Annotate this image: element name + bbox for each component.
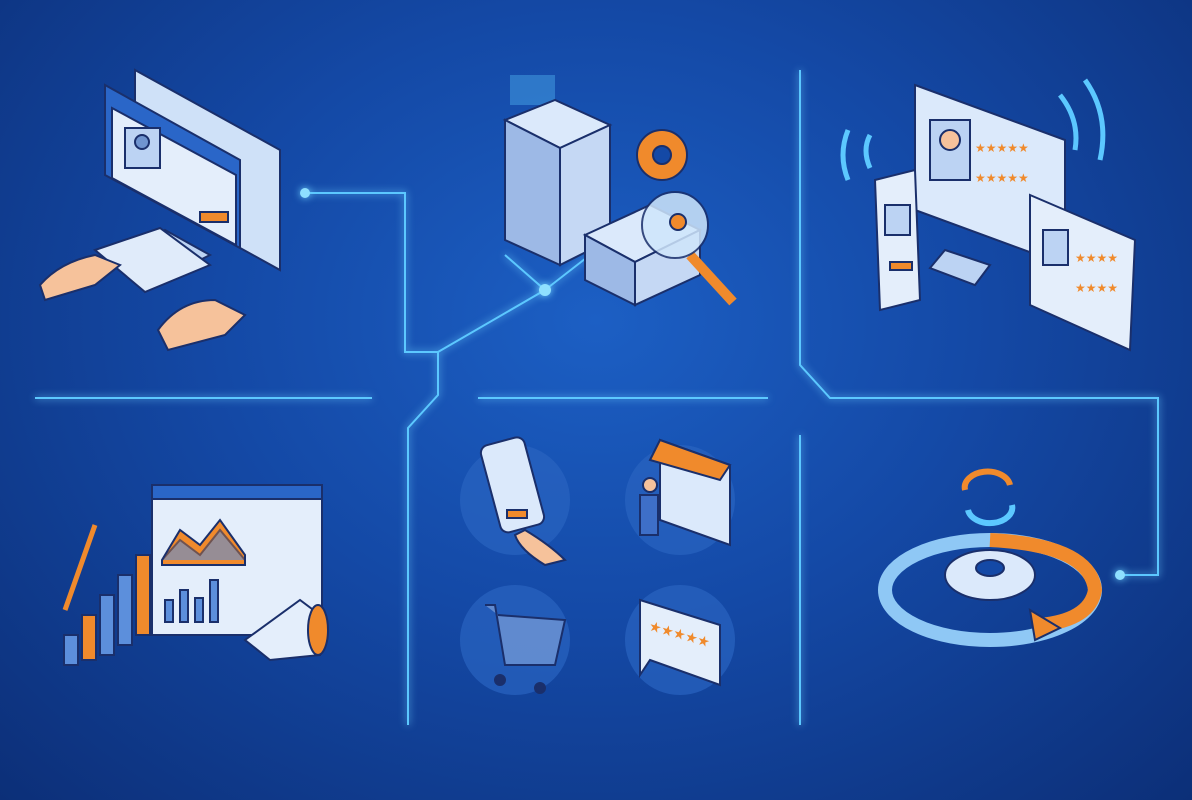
connector-computer-to-server: [305, 192, 546, 353]
connector-lines: [35, 70, 1159, 725]
server-gear-magnifier-icon: [502, 75, 737, 307]
svg-text:★★★★: ★★★★: [1075, 281, 1118, 295]
node-dot: [539, 284, 551, 296]
devices-reviews-icon: [840, 78, 1137, 352]
svg-text:★★★★★: ★★★★★: [975, 141, 1029, 155]
review-bubble-icon: [639, 598, 721, 687]
node-dot: [1115, 570, 1125, 580]
computer-keyboard-icon: [38, 68, 281, 352]
phone-call-icon: [479, 436, 567, 567]
connector-devices-to-cycle: [799, 70, 1159, 576]
storefront-icon: [639, 438, 732, 547]
chart-megaphone-icon: [62, 484, 329, 666]
shopping-cart-icon: [485, 604, 567, 694]
node-dot: [300, 188, 310, 198]
cycle-gear-icon: [878, 468, 1103, 647]
connector-center-vertical: [407, 352, 439, 725]
svg-text:★★★★: ★★★★: [1075, 251, 1118, 265]
svg-text:★★★★★: ★★★★★: [975, 171, 1029, 185]
rating-stars: ★★★★★ ★★★★★ ★★★★ ★★★★: [975, 141, 1118, 295]
